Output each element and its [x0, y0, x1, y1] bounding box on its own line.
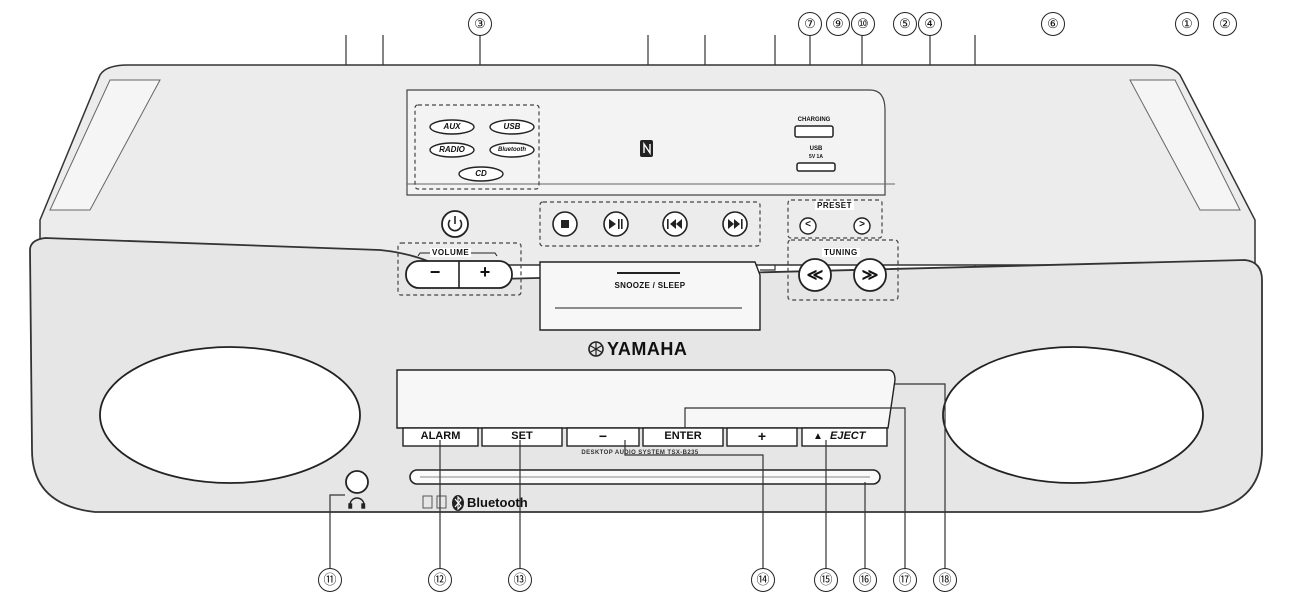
- usb-spec-label: 5V 1A: [809, 154, 823, 160]
- display-window: [396, 369, 896, 429]
- callout-17: ⑰: [893, 568, 917, 592]
- yamaha-logo-icon: [588, 341, 604, 357]
- cd-button[interactable]: CD: [475, 169, 487, 178]
- bluetooth-logo-icon: [452, 495, 464, 511]
- compliance-mark-2: [436, 495, 447, 509]
- play-pause-icon: [609, 219, 623, 229]
- volume-group: [397, 242, 522, 296]
- callout-13: ⑬: [508, 568, 532, 592]
- tuning-down-icon: ≪: [806, 267, 824, 284]
- bluetooth-label: Bluetooth: [467, 495, 528, 510]
- eject-button[interactable]: EJECT: [830, 430, 866, 442]
- headphones-icon: [348, 497, 366, 509]
- preset-prev-button[interactable]: [799, 217, 817, 235]
- callout-15: ⑮: [814, 568, 838, 592]
- preset-next-button[interactable]: [853, 217, 871, 235]
- set-button[interactable]: SET: [511, 430, 533, 442]
- callout-6: ⑥: [1041, 12, 1065, 36]
- bottom-leader-lines: [329, 383, 946, 568]
- callout-14: ⑭: [751, 568, 775, 592]
- callout-12: ⑫: [428, 568, 452, 592]
- usb-button[interactable]: USB: [503, 122, 521, 131]
- plus-button[interactable]: +: [757, 428, 767, 444]
- radio-button[interactable]: RADIO: [439, 145, 465, 154]
- skip-back-icon: [667, 219, 682, 229]
- tuning-up-icon: ≫: [861, 267, 879, 284]
- callout-1: ①: [1175, 12, 1199, 36]
- tuning-group: [787, 239, 899, 301]
- bluetooth-button[interactable]: Bluetooth: [498, 147, 526, 153]
- tray-right-recess: [1129, 79, 1241, 211]
- nfc-icon: [640, 140, 653, 157]
- preset-group: [787, 199, 883, 239]
- compliance-mark-1: [422, 495, 433, 509]
- callout-4: ④: [918, 12, 942, 36]
- callout-16: ⑯: [853, 568, 877, 592]
- enter-button[interactable]: ENTER: [664, 430, 702, 442]
- alarm-button[interactable]: ALARM: [420, 430, 461, 442]
- tuning-down-button[interactable]: [798, 258, 832, 292]
- callout-2: ②: [1213, 12, 1237, 36]
- volume-up-button[interactable]: +: [479, 262, 491, 282]
- volume-down-button[interactable]: −: [429, 262, 441, 282]
- minus-button[interactable]: −: [598, 428, 608, 444]
- model-text: DESKTOP AUDIO SYSTEM TSX-B235: [581, 450, 699, 456]
- preset-label: PRESET: [815, 201, 855, 210]
- callout-10: ⑩: [851, 12, 875, 36]
- source-button-group: [414, 104, 540, 190]
- transport-button-group: [539, 201, 761, 247]
- callout-9: ⑨: [826, 12, 850, 36]
- charging-usb-port[interactable]: [794, 125, 834, 138]
- tray-left-recess: [49, 79, 161, 211]
- callout-11: ⑪: [318, 568, 342, 592]
- snooze-sleep-bar[interactable]: [539, 261, 761, 331]
- aux-button[interactable]: AUX: [443, 122, 461, 131]
- tuning-up-button[interactable]: [853, 258, 887, 292]
- headphone-jack[interactable]: [345, 470, 369, 494]
- charging-label: CHARGING: [797, 117, 831, 123]
- left-speaker: [99, 346, 361, 484]
- right-speaker: [942, 346, 1204, 484]
- tuning-label: TUNING: [822, 248, 860, 257]
- brand-name: YAMAHA: [607, 339, 688, 359]
- preset-prev-icon: <: [805, 219, 811, 230]
- snooze-sleep-label: SNOOZE / SLEEP: [614, 281, 686, 290]
- callout-5: ⑤: [893, 12, 917, 36]
- usb-port[interactable]: [796, 162, 836, 172]
- preset-next-icon: >: [859, 219, 865, 230]
- callout-18: ⑱: [933, 568, 957, 592]
- front-button-row: [402, 427, 888, 447]
- usb-label: USB: [809, 146, 823, 152]
- eject-icon: ▲: [813, 431, 823, 442]
- power-icon: [447, 216, 463, 232]
- skip-forward-icon: [728, 219, 743, 229]
- callout-3: ③: [468, 12, 492, 36]
- callout-7: ⑦: [798, 12, 822, 36]
- source-button-shapes: [429, 119, 535, 182]
- volume-label: VOLUME: [430, 248, 472, 257]
- stop-icon: [561, 220, 569, 228]
